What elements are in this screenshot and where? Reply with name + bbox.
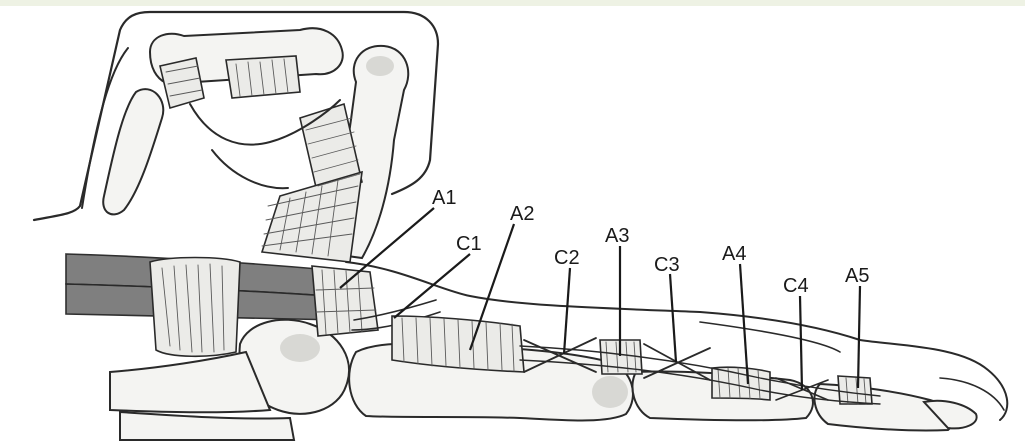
- skin-outline-lower: [700, 322, 840, 352]
- metacarpal-shaft: [110, 352, 270, 412]
- leader-c4: [800, 296, 802, 390]
- label-a4: A4: [722, 243, 746, 265]
- label-c2: C2: [554, 247, 580, 269]
- pulley-a5: [838, 376, 872, 404]
- inset-pulley-a: [160, 58, 204, 108]
- label-c3: C3: [654, 254, 680, 276]
- leader-a5: [858, 286, 860, 388]
- pulley-a1: [312, 266, 378, 336]
- pulley-a4: [712, 367, 770, 400]
- label-a3: A3: [605, 225, 629, 247]
- label-a2: A2: [510, 203, 534, 225]
- label-c4: C4: [783, 275, 809, 297]
- label-c1: C1: [456, 233, 482, 255]
- pulley-labels: A1 C1 A2 C2 A3 C3 A4 C4 A5: [432, 187, 869, 297]
- leader-c2: [564, 268, 570, 354]
- inset-flexed-finger: [34, 12, 438, 262]
- label-a1: A1: [432, 187, 456, 209]
- inset-distal-bone: [103, 89, 163, 214]
- label-a5: A5: [845, 265, 869, 287]
- palmar-pulley-band: [150, 258, 240, 357]
- inset-pulley-d: [262, 172, 362, 262]
- leader-c3: [670, 274, 676, 362]
- leader-c1: [394, 254, 470, 318]
- leader-a4: [740, 264, 748, 384]
- inset-pulley-b: [226, 56, 300, 98]
- metacarpal-base: [120, 412, 294, 440]
